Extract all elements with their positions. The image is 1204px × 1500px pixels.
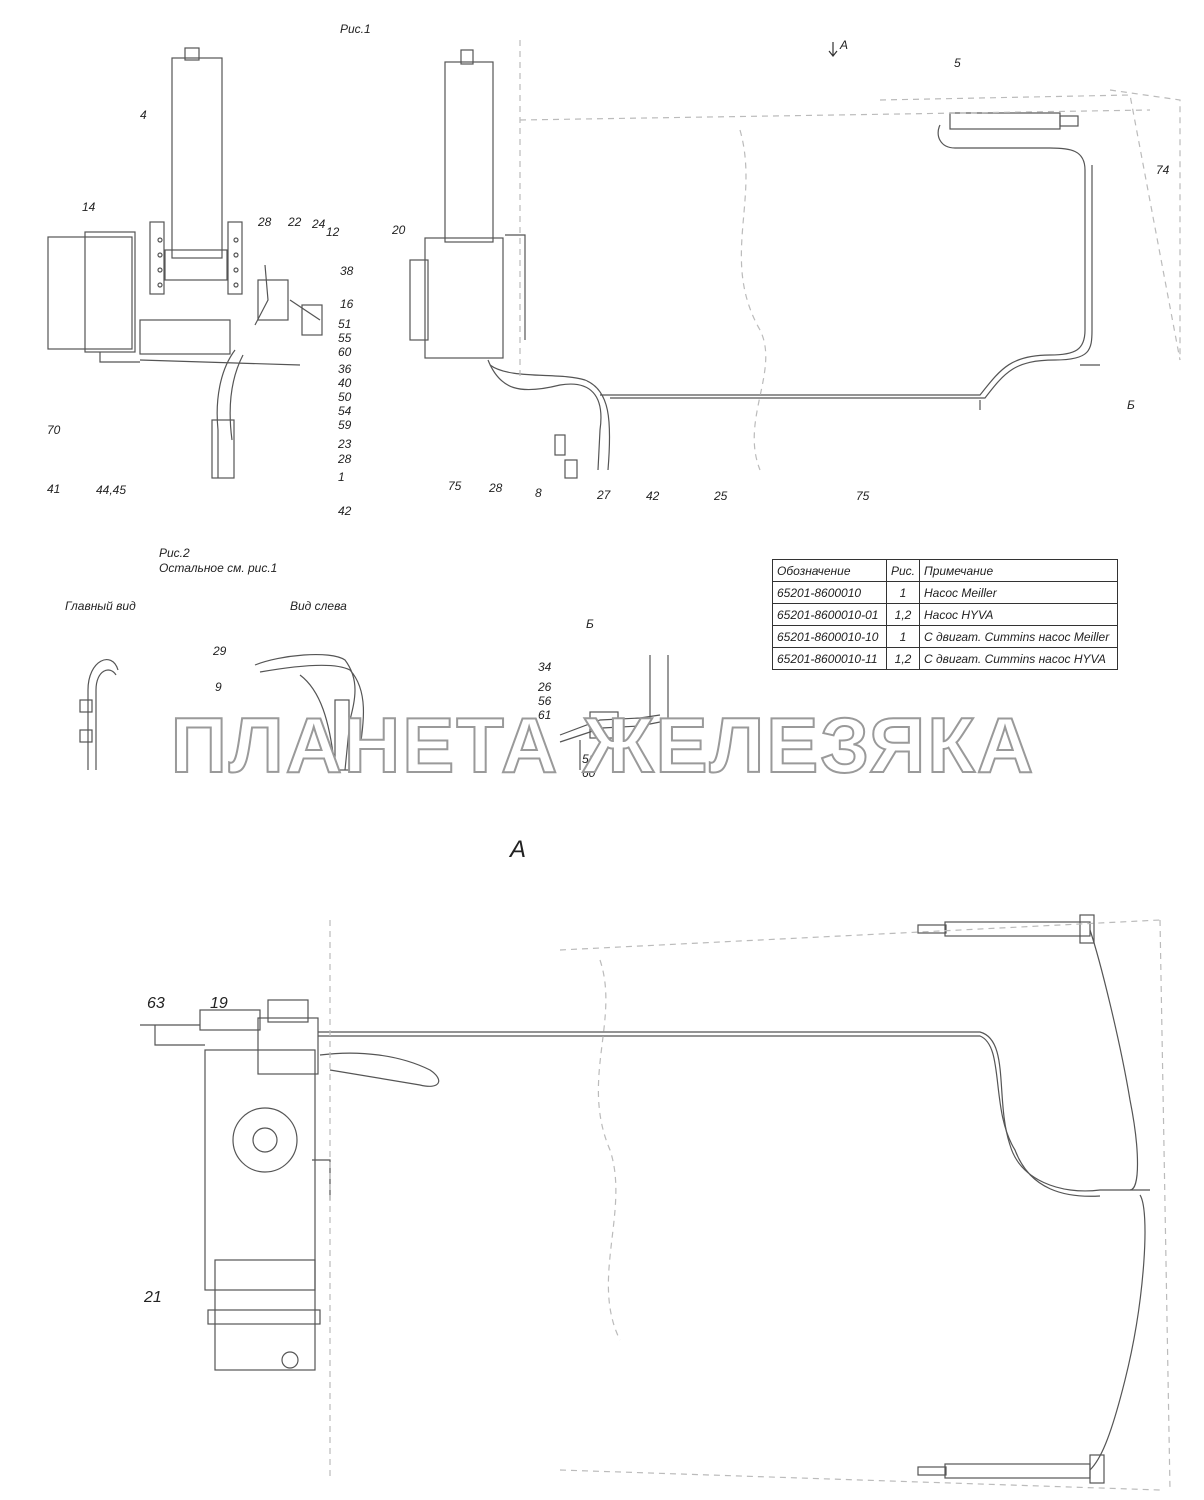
- callout: 74: [1156, 163, 1170, 177]
- specification-table: Обозначение Рис. Примечание 65201-860001…: [772, 559, 1118, 670]
- callout: 61: [538, 708, 552, 722]
- table-cell: 1,2: [885, 647, 921, 670]
- callout: 55: [338, 331, 352, 345]
- table-cell: 1,2: [885, 603, 921, 626]
- watermark: ПЛАНЕТА ЖЕЛЕЗЯКА: [170, 700, 1036, 790]
- callout: 75: [448, 479, 462, 493]
- fig1-side-view: [409, 49, 1100, 479]
- callout: 20: [392, 223, 406, 237]
- callout: 56: [538, 694, 552, 708]
- callout: 14: [82, 200, 96, 214]
- callout: 59: [338, 418, 352, 432]
- callout: 63: [147, 995, 165, 1012]
- callout: 1: [338, 470, 345, 484]
- table-header: Обозначение: [772, 559, 887, 582]
- fig2-view-b-label: Б: [586, 617, 594, 631]
- fig2-title: Рис.2: [159, 546, 190, 560]
- callout: 26: [538, 680, 552, 694]
- table-cell: Насос HYVA: [919, 603, 1118, 626]
- callout: 28: [258, 215, 272, 229]
- callout: 8: [535, 486, 542, 500]
- callout: 60: [582, 766, 596, 780]
- callout: 40: [338, 376, 352, 390]
- callout: 16: [340, 297, 354, 311]
- table-header-row: Обозначение Рис. Примечание: [772, 559, 1118, 582]
- table-cell: 65201-8600010-01: [772, 603, 887, 626]
- callout: 28: [489, 481, 503, 495]
- view-a-title: А: [510, 836, 527, 863]
- callout: 19: [210, 995, 228, 1012]
- callout: 44,45: [96, 483, 127, 497]
- callout: 54: [338, 404, 352, 418]
- callout: 25: [714, 489, 728, 503]
- fig2-subtitle: Остальное см. рис.1: [159, 561, 278, 575]
- table-header: Примечание: [919, 559, 1118, 582]
- fig1-front-view: [47, 47, 323, 479]
- callout: 27: [597, 488, 611, 502]
- callout: 5: [954, 56, 961, 70]
- table-row: 65201-8600010-01 1,2 Насос HYVA: [772, 603, 1118, 626]
- callout: 21: [144, 1289, 162, 1306]
- fig2-left-view: [254, 653, 364, 771]
- table-row: 65201-8600010-10 1 С двигат. Cummins нас…: [772, 625, 1118, 648]
- callout: 51: [338, 317, 352, 331]
- callout: 4: [140, 108, 147, 122]
- callout: 36: [338, 362, 352, 376]
- table-cell: 65201-8600010-10: [772, 625, 887, 648]
- fig2-view-b: [559, 655, 669, 770]
- table-cell: С двигат. Cummins насос HYVA: [919, 647, 1118, 670]
- table-cell: 1: [885, 625, 921, 648]
- view-arrow-label: A: [840, 38, 849, 52]
- callout: Б: [1127, 398, 1135, 412]
- callout: 34: [538, 660, 552, 674]
- callout: 42: [646, 489, 660, 503]
- callout: 9: [215, 680, 222, 694]
- table-header: Рис.: [885, 559, 921, 582]
- table-cell: 65201-8600010-11: [772, 647, 887, 670]
- fig2-main-view-label: Главный вид: [65, 599, 136, 613]
- chassis-outline: [519, 40, 1181, 471]
- callout: 50: [338, 390, 352, 404]
- view-a-chassis: [329, 919, 1171, 1491]
- callout: 70: [47, 423, 61, 437]
- callout: 41: [47, 482, 61, 496]
- table-cell: 1: [885, 581, 921, 604]
- view-a-drawing: [140, 914, 1150, 1484]
- fig2-left-view-label: Вид слева: [290, 599, 347, 613]
- callout: 38: [340, 264, 354, 278]
- callout: 12: [326, 225, 340, 239]
- callout: 28: [338, 452, 352, 466]
- callout: 24: [312, 217, 326, 231]
- table-row: 65201-8600010 1 Насос Meiller: [772, 581, 1118, 604]
- callout: 51: [582, 752, 596, 766]
- callout: 42: [338, 504, 352, 518]
- view-arrow-a: [828, 42, 838, 57]
- table-cell: С двигат. Cummins насос Meiller: [919, 625, 1118, 648]
- fig2-main-view: [79, 659, 119, 770]
- table-row: 65201-8600010-11 1,2 С двигат. Cummins н…: [772, 647, 1118, 670]
- callout: 22: [288, 215, 302, 229]
- callout: 60: [338, 345, 352, 359]
- table-cell: Насос Meiller: [919, 581, 1118, 604]
- fig1-title: Рис.1: [340, 22, 371, 36]
- callout: 29: [213, 644, 227, 658]
- callout: 75: [856, 489, 870, 503]
- callout: 23: [338, 437, 352, 451]
- table-cell: 65201-8600010: [772, 581, 887, 604]
